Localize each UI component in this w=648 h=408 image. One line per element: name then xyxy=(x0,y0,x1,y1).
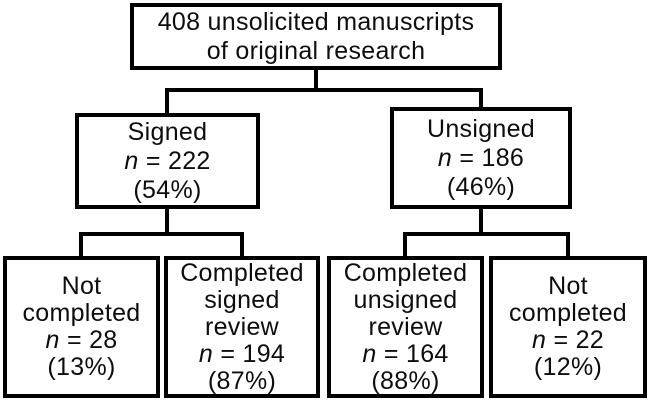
connector-stem-unsigned xyxy=(479,205,483,236)
node-completed-unsigned-review: Completed unsigned review n = 164 (88%) xyxy=(327,256,484,398)
node-not-completed-signed: Not completed n = 28 (13%) xyxy=(3,256,160,398)
node-sample-size: n = 22 xyxy=(532,327,604,354)
connector-stem-root xyxy=(314,68,318,92)
n-value: = 164 xyxy=(376,339,449,368)
connector-drop-completed-unsigned xyxy=(403,232,407,258)
node-title: Unsigned xyxy=(426,114,536,143)
node-text-line: signed xyxy=(204,285,280,314)
n-value: = 22 xyxy=(546,326,605,354)
node-not-completed-unsigned: Not completed n = 22 (12%) xyxy=(489,256,647,398)
node-completed-signed-review: Completed signed review n = 194 (87%) xyxy=(164,256,320,398)
connector-bar-signed xyxy=(79,232,244,236)
node-title: Signed xyxy=(127,117,208,146)
node-text-line: Not xyxy=(548,272,588,300)
node-text-line: completed xyxy=(508,299,628,327)
n-symbol: n xyxy=(437,143,453,172)
node-sample-size: n = 186 xyxy=(438,144,524,173)
node-text-line: 408 unsolicited manuscripts xyxy=(157,7,475,36)
connector-bar-unsigned xyxy=(403,232,570,236)
node-sample-size: n = 222 xyxy=(124,147,210,176)
n-value: = 222 xyxy=(138,146,211,175)
node-percent: (87%) xyxy=(207,366,277,395)
node-text-line: review xyxy=(368,312,443,341)
connector-drop-unsigned xyxy=(479,88,483,109)
connector-drop-not-completed-unsigned xyxy=(566,232,570,258)
n-symbol: n xyxy=(531,326,547,354)
connector-drop-completed-signed xyxy=(240,232,244,258)
n-symbol: n xyxy=(45,326,60,354)
node-unsigned: Unsigned n = 186 (46%) xyxy=(390,107,572,209)
n-value: = 186 xyxy=(452,143,525,172)
n-symbol: n xyxy=(124,146,139,175)
n-symbol: n xyxy=(198,339,214,368)
n-value: = 194 xyxy=(213,339,286,368)
node-total-manuscripts: 408 unsolicited manuscripts of original … xyxy=(130,3,502,70)
connector-drop-not-completed-signed xyxy=(79,232,83,258)
node-percent: (13%) xyxy=(47,353,116,381)
connector-bar-root xyxy=(165,88,483,92)
node-text-line: of original research xyxy=(206,36,426,65)
node-signed: Signed n = 222 (54%) xyxy=(75,113,260,209)
node-percent: (12%) xyxy=(533,353,603,381)
node-text-line: Completed xyxy=(180,258,304,287)
node-percent: (54%) xyxy=(133,175,202,204)
node-text-line: completed xyxy=(22,299,141,327)
n-value: = 28 xyxy=(59,326,118,354)
node-text-line: review xyxy=(204,312,280,341)
node-percent: (46%) xyxy=(446,172,516,201)
node-sample-size: n = 164 xyxy=(362,339,449,368)
node-sample-size: n = 194 xyxy=(198,339,286,368)
node-text-line: Not xyxy=(61,272,102,300)
node-text-line: Completed xyxy=(343,258,468,287)
node-sample-size: n = 28 xyxy=(45,327,117,354)
connector-drop-signed xyxy=(165,88,169,115)
node-percent: (88%) xyxy=(371,366,440,395)
node-text-line: unsigned xyxy=(353,285,458,314)
connector-stem-signed xyxy=(165,205,169,236)
n-symbol: n xyxy=(362,339,377,368)
